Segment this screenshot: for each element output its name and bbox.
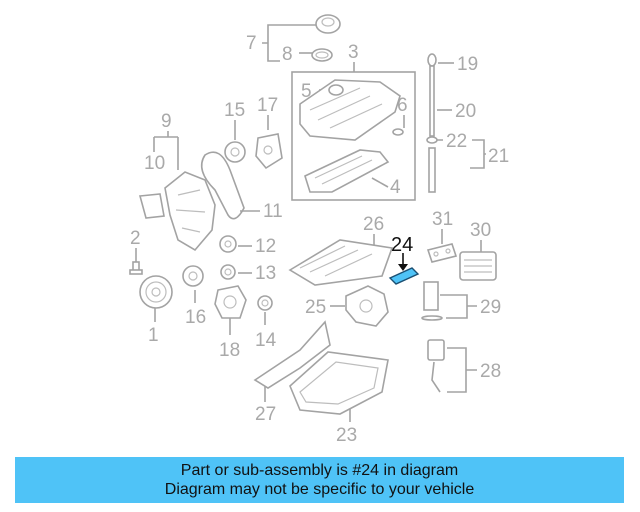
valve-cover-assembly — [291, 71, 416, 201]
label-13: 13 — [255, 263, 276, 284]
callout-labels: 7 8 3 5 6 4 9 10 15 17 11 2 12 13 1 16 1… — [130, 33, 509, 446]
part-24-highlighted — [388, 253, 420, 285]
label-27: 27 — [255, 404, 276, 425]
label-25: 25 — [305, 297, 326, 318]
cam-sprocket — [224, 141, 246, 163]
banner-line-2: Diagram may not be specific to your vehi… — [164, 481, 475, 498]
windage-tray — [288, 239, 394, 286]
tensioner — [255, 133, 283, 170]
oil-pump-gear — [182, 265, 204, 287]
bolt — [129, 261, 143, 275]
label-30: 30 — [470, 220, 491, 241]
label-2: 2 — [130, 228, 141, 249]
label-21: 21 — [488, 146, 509, 167]
idler-pulleys — [219, 235, 237, 280]
parts-diagram: 7 8 3 5 6 4 9 10 15 17 11 2 12 13 1 16 1… — [129, 14, 509, 446]
label-4: 4 — [390, 177, 401, 198]
cap-seal — [311, 48, 333, 62]
oil-sensor — [427, 339, 445, 393]
label-18: 18 — [219, 340, 240, 361]
label-14: 14 — [255, 330, 277, 351]
label-8: 8 — [282, 44, 293, 65]
label-16: 16 — [185, 307, 206, 328]
label-11: 11 — [263, 201, 283, 222]
label-29: 29 — [480, 297, 501, 318]
oil-pan — [289, 351, 389, 415]
label-28: 28 — [480, 361, 501, 382]
label-17: 17 — [257, 95, 278, 116]
label-23: 23 — [336, 425, 357, 446]
label-24-highlighted: 24 — [391, 234, 413, 256]
label-20: 20 — [455, 101, 476, 122]
label-26: 26 — [363, 214, 384, 235]
label-6: 6 — [397, 95, 408, 116]
oil-pump — [345, 285, 389, 327]
part-shapes — [129, 14, 497, 415]
info-banner: Part or sub-assembly is #24 in diagram D… — [15, 457, 624, 503]
shaft-seal — [257, 295, 273, 311]
label-22: 22 — [446, 131, 467, 152]
label-12: 12 — [255, 236, 276, 257]
label-10: 10 — [144, 153, 165, 174]
water-pump — [214, 285, 247, 319]
label-5: 5 — [301, 81, 312, 102]
label-15: 15 — [224, 100, 245, 121]
timing-cover — [138, 171, 216, 252]
filter-element — [421, 281, 443, 321]
crank-pulley — [139, 275, 173, 309]
label-3: 3 — [348, 42, 359, 63]
banner-line-1: Part or sub-assembly is #24 in diagram — [180, 462, 459, 479]
timing-belt — [200, 151, 245, 220]
oil-filler-cap — [315, 14, 341, 34]
label-9: 9 — [161, 111, 172, 132]
leader-lines — [135, 24, 486, 422]
oil-cooler — [459, 251, 497, 281]
baffle-plate — [253, 320, 331, 389]
dipstick-assembly — [426, 53, 438, 193]
gasket — [426, 243, 458, 263]
label-1: 1 — [148, 325, 159, 346]
label-31: 31 — [432, 209, 453, 230]
label-19: 19 — [457, 54, 478, 75]
label-7: 7 — [246, 33, 257, 54]
